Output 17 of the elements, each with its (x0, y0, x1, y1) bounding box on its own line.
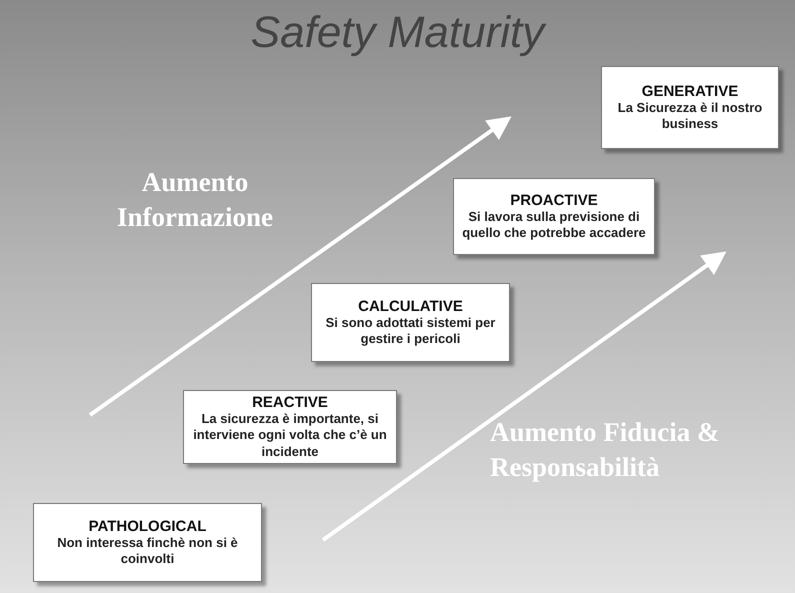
stage-description: Si sono adottati sistemi per gestire i pericoli (324, 314, 496, 348)
stage-heading: REACTIVE (252, 394, 328, 412)
stage-heading: CALCULATIVE (358, 298, 463, 315)
stage-description: La sicurezza è importante, si interviene ogni volta che c’è un incidente (192, 411, 388, 460)
stage-description: Si lavora sulla previsione di quello che potrebbe accadere (461, 208, 647, 242)
stage-box (453, 178, 655, 255)
stage-heading: PROACTIVE (510, 192, 598, 209)
title: Safety Maturity (250, 8, 548, 58)
stage-box (33, 503, 262, 582)
stage-box (183, 390, 397, 464)
stage-heading: GENERATIVE (642, 82, 738, 100)
stage-description: Non interessa finchè non si è coinvolti (56, 534, 239, 568)
stage-box (601, 66, 779, 149)
stage-box (311, 283, 510, 362)
stage-description: La Sicurezza è il nostro business (616, 100, 764, 132)
stage-heading: PATHOLOGICAL (88, 518, 206, 535)
axis-caption: Aumento Informazione (116, 166, 274, 234)
